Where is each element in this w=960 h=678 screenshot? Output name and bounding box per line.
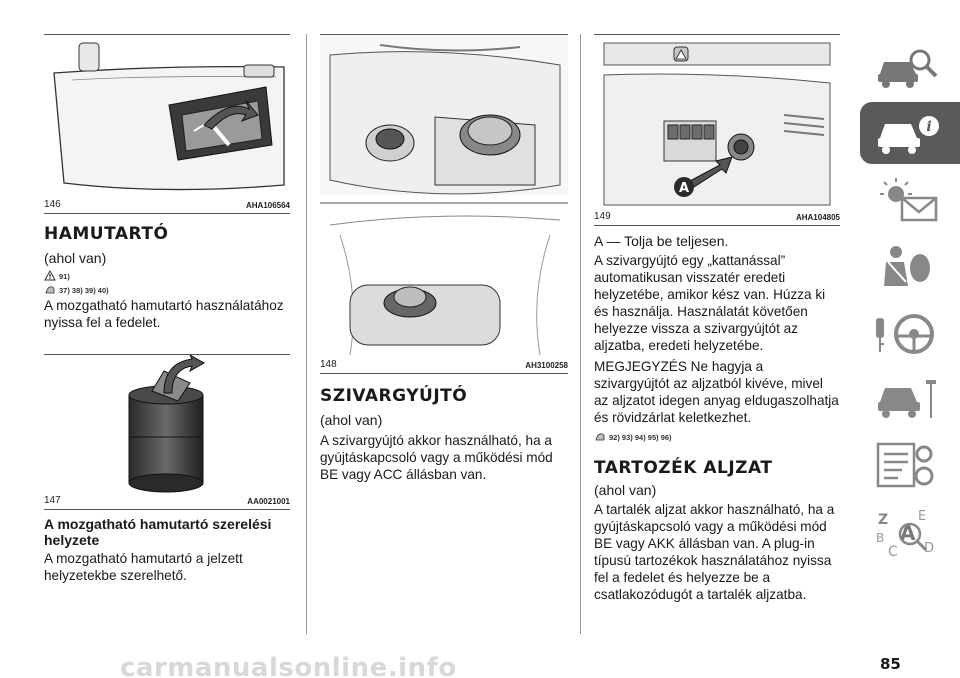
cigar-lighter-console-illustration: [320, 35, 568, 356]
svg-text:i: i: [926, 119, 931, 135]
sidebar-item-specifications[interactable]: [860, 432, 960, 494]
figure-code: AHA104805: [795, 213, 840, 222]
sidebar-item-safety[interactable]: [860, 234, 960, 296]
availability-note: (ahol van): [594, 482, 657, 498]
column-divider: [306, 34, 307, 634]
specifications-settings-icon: [876, 442, 934, 488]
sidebar-item-index[interactable]: Z E B A C D: [860, 498, 960, 560]
subheading-ashtray-position: A mozgatható hamutartó szerelési helyzet…: [44, 516, 272, 548]
ashtray-position-text: A mozgatható hamutartó a jelzett helyzet…: [44, 551, 243, 583]
caution-ref-numbers: 37) 38) 39) 40): [59, 286, 109, 295]
car-info-icon: i: [878, 116, 939, 154]
sidebar-item-car-info[interactable]: i: [860, 102, 960, 164]
callout-label-a: A: [679, 181, 689, 196]
warning-triangle-icon: [44, 270, 56, 281]
column-accessory-socket: A 149 AHA104805 A — Tolja be teljesen. A…: [594, 34, 840, 603]
column-ashtray: 146 AHA106564 HAMUTARTÓ (ahol van) 91) 3…: [44, 34, 290, 584]
figure-146-sun-visor: 146 AHA106564: [44, 34, 290, 214]
svg-text:E: E: [918, 509, 926, 524]
section-heading-ashtray: HAMUTARTÓ: [44, 224, 169, 244]
page-number: 85: [880, 655, 901, 673]
lighter-panel-illustration: A: [603, 42, 831, 206]
sidebar-item-car-search[interactable]: [860, 36, 960, 98]
figure-149-lighter-push: A 149 AHA104805: [594, 34, 840, 226]
watermark-text: carmanualsonline.info: [120, 653, 457, 678]
seatbelt-airbag-icon: [884, 246, 930, 286]
lighter-usage-text: A szivargyújtó egy „kattanással” automat…: [594, 253, 826, 353]
figure-number: 147: [44, 495, 61, 506]
chapter-sidebar: i: [860, 36, 960, 636]
svg-text:C: C: [888, 544, 898, 558]
figure-number: 148: [320, 359, 337, 370]
figure-code: AA0021001: [247, 497, 290, 506]
accessory-socket-text: A tartalék aljzat akkor használható, ha …: [594, 502, 835, 602]
section-heading-cigar-lighter: SZIVARGYÚJTÓ: [320, 386, 468, 406]
sidebar-item-emergency[interactable]: [860, 366, 960, 428]
warning-light-message-icon: [880, 178, 938, 222]
figure-code: AHA106564: [245, 201, 290, 210]
portable-ashtray-illustration: [128, 355, 206, 493]
ashtray-instruction: A mozgatható hamutartó használatához nyi…: [44, 298, 284, 330]
cigar-lighter-text: A szivargyújtó akkor használható, ha a g…: [320, 433, 553, 482]
caution-ref-numbers: 92) 93) 94) 95) 96): [609, 433, 672, 442]
alphabetical-index-icon: Z E B A C D: [876, 509, 934, 558]
warning-ref-numbers: 91): [59, 272, 70, 281]
availability-note: (ahol van): [44, 250, 107, 266]
section-heading-accessory-socket: TARTOZÉK ALJZAT: [594, 458, 773, 478]
sidebar-item-starting-driving[interactable]: [860, 300, 960, 362]
svg-text:B: B: [876, 531, 884, 545]
figure-code: AH3100258: [525, 361, 568, 370]
caution-hand-icon: [45, 286, 55, 294]
warning-refs-1: 91): [44, 269, 290, 281]
caution-refs-2: 92) 93) 94) 95) 96): [594, 430, 840, 442]
caution-refs-1: 37) 38) 39) 40): [44, 283, 290, 295]
sun-visor-illustration: [53, 42, 285, 191]
availability-note: (ahol van): [320, 412, 383, 428]
lighter-note-text: MEGJEGYZÉS Ne hagyja a szivargyújtót az …: [594, 359, 839, 425]
car-service-icon: [878, 380, 936, 418]
figure-number: 146: [44, 199, 61, 210]
column-cigar-lighter: 148 AH3100258 SZIVARGYÚJTÓ (ahol van) A …: [320, 34, 568, 483]
caution-hand-icon: [595, 433, 605, 441]
steering-wheel-key-icon: [876, 314, 934, 354]
column-divider: [580, 34, 581, 634]
figure-148-cigar-lighter: 148 AH3100258: [320, 34, 568, 374]
figure-number: 149: [594, 211, 611, 222]
callout-a-text: A — Tolja be teljesen.: [594, 233, 729, 249]
figure-147-portable-ashtray: 147 AA0021001: [44, 355, 290, 510]
sidebar-item-warning-lights[interactable]: [860, 168, 960, 230]
svg-text:Z: Z: [878, 512, 888, 528]
svg-text:D: D: [924, 541, 934, 556]
car-search-icon: [878, 49, 938, 88]
